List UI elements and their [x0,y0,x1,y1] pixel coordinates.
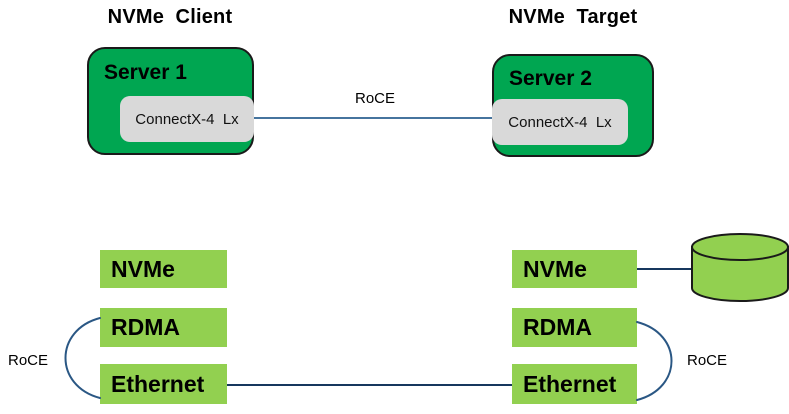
client-roce-label: RoCE [8,352,49,369]
target-stack-rdma: RDMA [512,308,637,347]
nvme-disk-wire [637,268,691,270]
roce-link-line [254,117,492,119]
server2-label: Server 2 [509,67,592,90]
client-stack-rdma: RDMA [100,308,227,347]
server1-connectx4-nic: ConnectX-4 Lx [120,96,254,142]
target-stack-nvme-label: NVMe [523,255,587,282]
client-stack-rdma-label: RDMA [111,314,180,340]
target-stack-ethernet-label: Ethernet [523,370,617,397]
client-stack-nvme-label: NVMe [111,255,175,282]
server2-box: Server 2 ConnectX-4 Lx [492,54,654,157]
target-stack-rdma-label: RDMA [523,314,592,340]
client-stack-nvme: NVMe [100,250,227,288]
client-title: NVMe Client [107,6,233,28]
target-title: NVMe Target [508,6,638,28]
client-stack-ethernet: Ethernet [100,364,227,404]
target-roce-arc [636,321,673,401]
server1-box: Server 1 ConnectX-4 Lx [87,47,254,155]
server1-label: Server 1 [104,61,187,84]
disk-cylinder-body [691,246,789,302]
ethernet-wire [227,384,512,386]
target-stack-nvme: NVMe [512,250,637,288]
roce-link-label: RoCE [354,90,395,107]
server2-connectx4-nic: ConnectX-4 Lx [492,99,628,145]
target-stack-ethernet: Ethernet [512,364,637,404]
client-roce-arc [64,317,101,399]
disk-cylinder-icon [691,233,789,302]
target-roce-label: RoCE [687,352,728,369]
disk-cylinder-top [691,233,789,261]
client-stack-ethernet-label: Ethernet [111,370,205,397]
